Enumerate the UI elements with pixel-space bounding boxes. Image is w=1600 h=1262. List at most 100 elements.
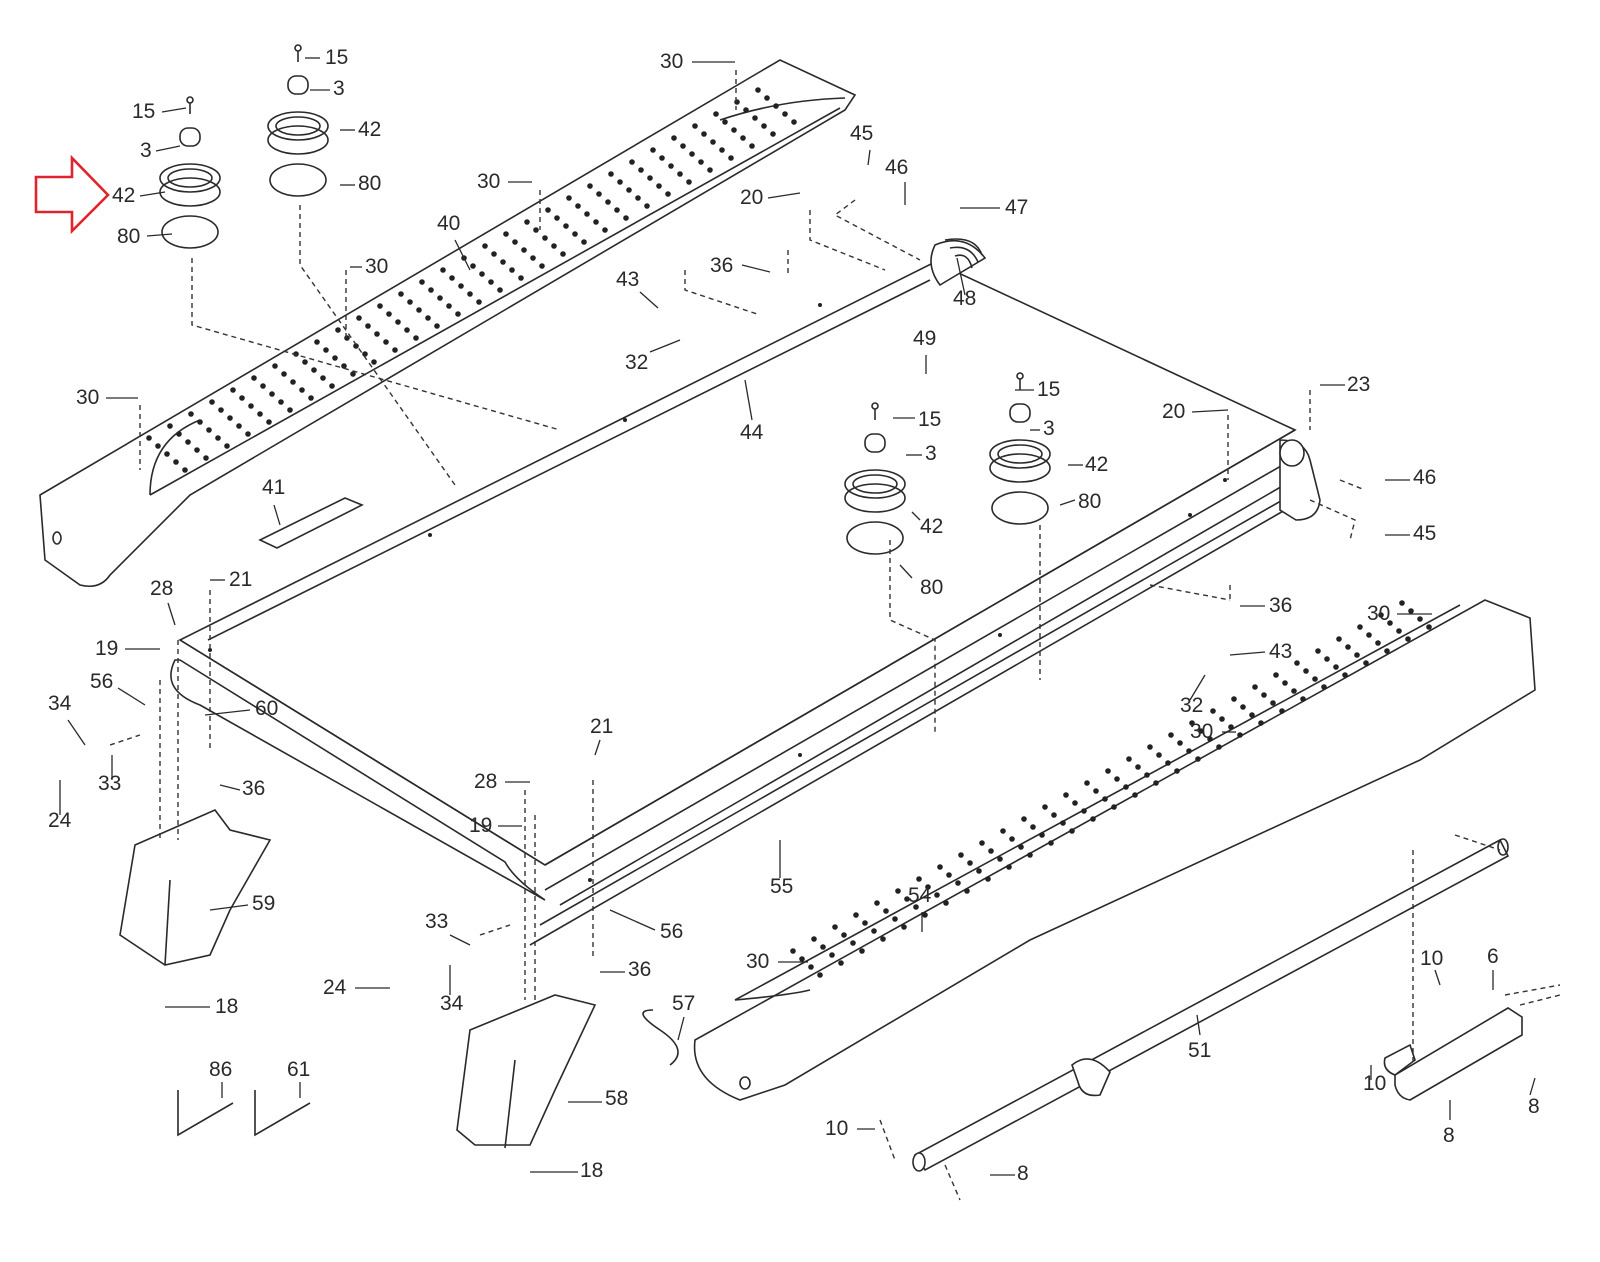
- tread-hole: [635, 195, 641, 201]
- tread-hole: [832, 924, 838, 930]
- leader-line: [209, 904, 249, 911]
- tread-hole: [437, 295, 443, 301]
- part-number-label: 24: [48, 809, 72, 832]
- leader-line: [677, 1016, 685, 1041]
- leader-line: [1059, 499, 1076, 506]
- tread-hole: [458, 283, 464, 289]
- tread-hole: [299, 387, 305, 393]
- leader-line: [1229, 651, 1266, 656]
- callout-bolt: 21: [590, 715, 613, 756]
- tread-hole: [937, 864, 943, 870]
- callout-bolts: 8: [1528, 1077, 1540, 1118]
- tread-hole: [782, 111, 788, 117]
- leader-line: [1529, 1077, 1536, 1096]
- part-number-label: 34: [48, 692, 72, 715]
- tread-hole: [428, 287, 434, 293]
- tread-hole: [602, 227, 608, 233]
- tread-hole: [755, 87, 761, 93]
- tread-hole: [1051, 812, 1057, 818]
- callout-right-foot-rail: 54: [908, 884, 932, 932]
- leader-line: [899, 564, 913, 579]
- tread-hole: [269, 391, 275, 397]
- part-number-label: 36: [242, 777, 265, 800]
- tread-hole: [395, 319, 401, 325]
- part-number-label: 8: [1443, 1124, 1455, 1147]
- leader-line: [1191, 409, 1229, 413]
- tread-hole: [808, 964, 814, 970]
- callout-bolt: 8: [990, 1162, 1029, 1185]
- tread-hole: [1144, 772, 1150, 778]
- cushion-base-icon: [991, 491, 1049, 525]
- tread-hole: [874, 900, 880, 906]
- tread-hole: [560, 251, 566, 257]
- screw-head-icon: [294, 44, 302, 52]
- tread-hole: [617, 179, 623, 185]
- tread-hole: [686, 179, 692, 185]
- callout-screw: 15: [1015, 378, 1060, 401]
- tread-hole: [545, 207, 551, 213]
- leader-line: [1434, 969, 1441, 986]
- tread-hole: [1324, 656, 1330, 662]
- tread-hole: [701, 131, 707, 137]
- tread-hole: [1261, 692, 1267, 698]
- tread-hole: [1357, 624, 1363, 630]
- tread-hole: [314, 339, 320, 345]
- leader-line: [146, 233, 173, 237]
- screw-head-icon: [1016, 372, 1024, 380]
- tread-hole: [1252, 684, 1258, 690]
- tread-hole: [509, 267, 515, 273]
- callout-nut: 36: [1240, 594, 1292, 617]
- tread-hole: [656, 183, 662, 189]
- tread-hole: [626, 187, 632, 193]
- tread-hole: [1342, 672, 1348, 678]
- tread-hole: [1009, 836, 1015, 842]
- tread-hole: [1060, 820, 1066, 826]
- cushion-base-icon: [846, 521, 904, 555]
- tread-hole: [248, 403, 254, 409]
- tread-hole: [1231, 696, 1237, 702]
- callout-screw: 30: [477, 170, 532, 193]
- tread-hole: [512, 239, 518, 245]
- tread-hole: [260, 383, 266, 389]
- tread-hole: [1384, 648, 1390, 654]
- callout-roller: 48: [953, 257, 976, 310]
- tread-hole: [290, 379, 296, 385]
- tread-hole: [838, 960, 844, 966]
- callout-left-endcap: 59: [209, 892, 275, 915]
- highlight-arrow-icon: [34, 154, 110, 235]
- tread-hole: [1174, 768, 1180, 774]
- callout-screw: 30: [1367, 602, 1432, 625]
- part-number-label: 80: [358, 172, 381, 195]
- tread-hole: [350, 371, 356, 377]
- callout-grommet: 45: [1385, 522, 1436, 545]
- part-number-label: 30: [660, 50, 683, 73]
- callout-screws: 32: [1180, 674, 1206, 717]
- tread-hole: [518, 275, 524, 281]
- tread-hole: [799, 956, 805, 962]
- tread-hole: [1375, 640, 1381, 646]
- tread-hole: [323, 347, 329, 353]
- tread-hole: [734, 99, 740, 105]
- tread-hole: [1210, 708, 1216, 714]
- tread-hole: [446, 303, 452, 309]
- part-number-label: 42: [1085, 453, 1108, 476]
- callout-spacer: 3: [906, 442, 937, 465]
- tread-hole: [164, 451, 170, 457]
- tread-hole: [266, 419, 272, 425]
- callout-screws: 32: [625, 339, 681, 374]
- tread-hole: [773, 103, 779, 109]
- tread-hole: [1135, 764, 1141, 770]
- part-number-label: 42: [112, 184, 135, 207]
- part-number-label: 80: [117, 225, 140, 248]
- callout-wheel: 46: [885, 156, 908, 205]
- part-number-label: 15: [1037, 378, 1060, 401]
- part-number-label: 80: [920, 576, 943, 599]
- tread-hole: [901, 924, 907, 930]
- part-number-label: 15: [325, 46, 348, 69]
- tread-hole: [383, 339, 389, 345]
- part-number-label: 18: [215, 995, 238, 1018]
- tread-hole: [440, 267, 446, 273]
- leader-line: [609, 909, 656, 931]
- tread-hole: [500, 259, 506, 265]
- tread-hole: [976, 868, 982, 874]
